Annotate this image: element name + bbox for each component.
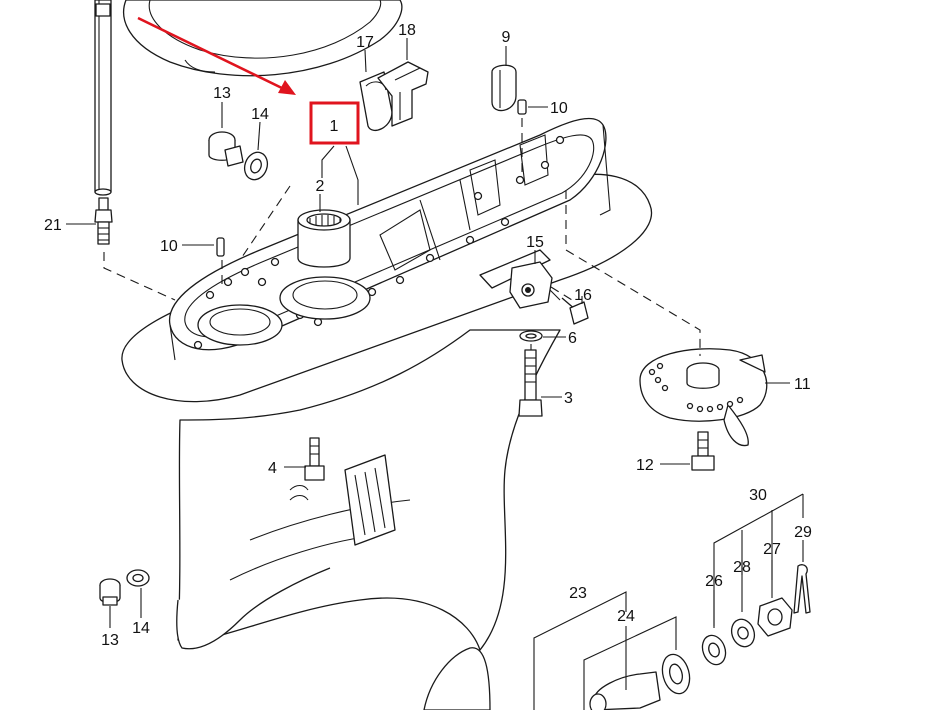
castle-nut-27 — [757, 597, 793, 637]
bolt-12 — [691, 431, 715, 471]
washer-23 — [661, 653, 691, 695]
washer-6 — [519, 330, 543, 342]
callout-12: 12 — [636, 457, 654, 474]
callout-11: 11 — [794, 376, 811, 393]
bushing-2 — [297, 209, 351, 268]
prop-shaft-housing — [423, 647, 491, 710]
washer-26 — [701, 634, 727, 666]
callout-13-upper: 13 — [213, 85, 231, 102]
callout-27: 27 — [763, 541, 781, 558]
callout-16: 16 — [574, 287, 592, 304]
bearing-bores — [197, 276, 371, 346]
trim-tab-11 — [639, 348, 768, 447]
washer-14-upper — [243, 151, 269, 181]
callout-1: 1 — [330, 118, 339, 135]
clip-18 — [377, 61, 429, 127]
washer-28 — [730, 618, 756, 648]
callout-18: 18 — [398, 22, 416, 39]
callout-28: 28 — [733, 559, 751, 576]
callout-6: 6 — [568, 330, 577, 347]
callout-10-right: 10 — [550, 100, 568, 117]
stud-bolt-21 — [94, 197, 113, 245]
callout-30: 30 — [749, 487, 767, 504]
callout-26: 26 — [705, 573, 723, 590]
callout-14-upper: 14 — [251, 106, 269, 123]
drive-shaft — [94, 0, 112, 196]
callout-14-lower: 14 — [132, 620, 150, 637]
screw-16 — [561, 297, 589, 325]
deck-holes — [193, 135, 565, 350]
callout-17: 17 — [356, 34, 374, 51]
cotter-pin-29 — [793, 564, 811, 614]
highlight-box — [309, 101, 360, 145]
bolt-4 — [304, 437, 325, 481]
thrust-hub-24 — [589, 671, 661, 710]
callout-21: 21 — [44, 217, 62, 234]
callout-13-lower: 13 — [101, 632, 119, 649]
washer-14-lower — [126, 569, 150, 587]
gear-case — [121, 117, 653, 651]
alignment-lines — [103, 118, 701, 356]
callout-3: 3 — [564, 390, 573, 407]
pin-10-right — [517, 99, 527, 115]
cap-9 — [491, 64, 517, 112]
block-15 — [509, 261, 553, 309]
callout-2: 2 — [316, 178, 325, 195]
callout-23: 23 — [569, 585, 587, 602]
callout-labels: 1 2 3 4 6 9 10 10 11 12 13 14 13 14 15 1… — [44, 22, 812, 649]
callout-10-left: 10 — [160, 238, 178, 255]
plug-13-lower — [99, 578, 121, 606]
callout-24: 24 — [617, 608, 635, 625]
pin-10-left — [216, 237, 225, 257]
upper-housing — [123, 0, 403, 77]
callout-9: 9 — [502, 29, 511, 46]
callout-4: 4 — [268, 460, 277, 477]
red-arrow — [137, 16, 296, 95]
plug-13-upper — [208, 131, 244, 167]
leader-lines — [66, 38, 804, 710]
callout-15: 15 — [526, 234, 544, 251]
callout-29: 29 — [794, 524, 812, 541]
